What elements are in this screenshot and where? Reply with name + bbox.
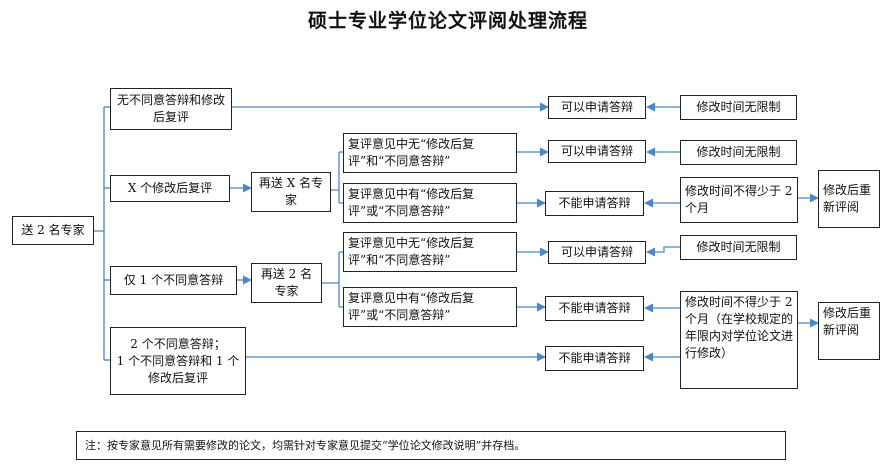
re-review-2: 修改后重新评阅 <box>818 302 880 360</box>
revision-unlimited-2: 修改时间无限制 <box>680 140 797 165</box>
opinion-has-2: 复评意见中有“修改后复评”或“不同意答辩” <box>343 287 517 327</box>
outcome-cannot-defend-3: 不能申请答辩 <box>545 346 644 371</box>
footnote: 注：按专家意见所有需要修改的论文，均需针对专家意见提交“学位论文修改说明”并存档… <box>76 431 786 460</box>
root-node: 送 2 名专家 <box>12 216 94 245</box>
resendx-split <box>331 151 343 204</box>
revision-min-two-months: 修改时间不得少于 2 个月 <box>680 177 798 223</box>
opinion-none-2: 复评意见中无“修改后复评”和“不同意答辩” <box>343 232 517 272</box>
outcome-can-defend-3: 可以申请答辩 <box>548 241 646 264</box>
resend2-split <box>322 251 343 308</box>
arrow-unl3-can3 <box>646 246 680 257</box>
condition-x-revise: X 个修改后复评 <box>110 175 230 202</box>
outcome-can-defend-2: 可以申请答辩 <box>548 140 646 163</box>
condition-one-reject: 仅 1 个不同意答辩 <box>110 266 237 295</box>
outcome-cannot-defend-1: 不能申请答辩 <box>545 191 644 216</box>
revision-unlimited-3: 修改时间无限制 <box>680 235 797 260</box>
revision-unlimited-1: 修改时间无限制 <box>680 95 797 120</box>
resend-x-experts: 再送 X 名专家 <box>251 172 331 212</box>
outcome-cannot-defend-2: 不能申请答辩 <box>545 296 644 321</box>
re-review-1: 修改后重新评阅 <box>818 170 880 228</box>
condition-two-reject: 2 个不同意答辩； 1 个不同意答辩和 1 个修改后复评 <box>110 327 246 395</box>
resend-two-experts: 再送 2 名专家 <box>251 263 322 303</box>
outcome-can-defend-1: 可以申请答辩 <box>548 96 646 119</box>
opinion-has-x: 复评意见中有“修改后复评”或“不同意答辩” <box>343 183 517 223</box>
revision-min-two-months-detail: 修改时间不得少于 2 个月（在学校规定的年限内对学位论文进行修改） <box>680 291 798 389</box>
opinion-none-x: 复评意见中无“修改后复评”和“不同意答辩” <box>343 133 517 173</box>
page-title: 硕士专业学位论文评阅处理流程 <box>307 10 588 32</box>
condition-no-objection: 无不同意答辩和修改后复评 <box>110 88 232 130</box>
